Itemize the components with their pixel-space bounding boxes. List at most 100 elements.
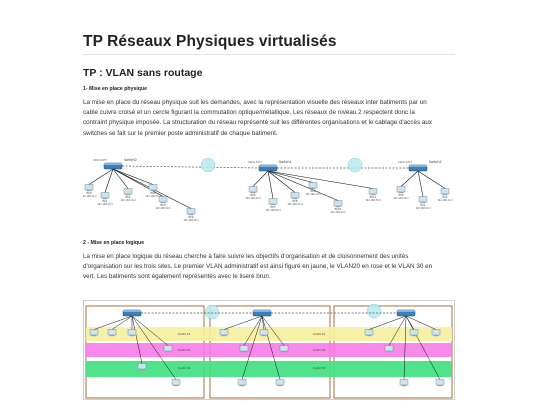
title-divider <box>83 54 455 55</box>
access-cable <box>403 315 407 380</box>
optical-commutation-circle <box>200 157 216 173</box>
access-cable <box>131 315 143 364</box>
access-cable <box>417 170 446 189</box>
access-cable <box>261 315 265 330</box>
pc-icon-base <box>250 192 256 194</box>
access-cable <box>400 170 419 187</box>
pc-icon-base <box>125 194 131 196</box>
access-cable <box>267 170 339 201</box>
access-cable <box>267 170 314 183</box>
pc-icon <box>275 379 285 386</box>
pc-label: PC9 <box>310 189 315 193</box>
pc-icon-base <box>398 192 404 194</box>
optical-commutation-circle <box>204 304 220 320</box>
pc-label: PC6 <box>250 193 255 197</box>
access-cable <box>368 315 407 330</box>
section1-heading: 1- Mise en place physique <box>83 86 148 92</box>
pc-icon <box>171 379 181 386</box>
pc-icon-base <box>239 385 245 387</box>
pc-label: PC11 <box>370 195 377 199</box>
pc-icon-base <box>437 385 443 387</box>
pc-ip: 192.168.10.4 <box>145 195 161 198</box>
pc-icon-base <box>292 198 298 200</box>
switch-icon-top <box>259 165 277 167</box>
pc-icon <box>399 379 409 386</box>
pc-ip: 192.168.30.4 <box>287 203 303 206</box>
pc-icon-base <box>310 188 316 190</box>
access-cable <box>88 168 114 185</box>
pc-ip: 192.168.10.3 <box>415 207 431 210</box>
pc-icon-base <box>139 369 145 371</box>
vlan-label: VLAN 30 <box>313 366 326 370</box>
pc-icon-base <box>241 351 247 353</box>
pc-ip: 192.168.20.5 <box>330 211 346 214</box>
access-cable <box>267 170 374 189</box>
pc-ip: 192.168.10.3 <box>97 203 113 206</box>
pc-icon <box>308 182 318 189</box>
pc-icon <box>418 196 428 203</box>
access-cable <box>112 168 154 185</box>
pc-label: PC4 <box>188 215 193 219</box>
pc-icon-base <box>150 190 156 192</box>
pc-ip: 192.168.30.1 <box>183 219 199 222</box>
access-cable <box>267 170 274 199</box>
page-title: TP Réseaux Physiques virtualisés <box>83 33 337 50</box>
pc-icon <box>333 200 343 207</box>
pc-ip: 192.168.10.1 <box>83 195 97 198</box>
switch-icon-top <box>104 163 122 165</box>
pc-icon <box>368 188 378 195</box>
pc-icon-base <box>401 385 407 387</box>
pc-icon-base <box>91 335 97 337</box>
section1-line: La mise en place du réseau physique suit… <box>83 99 427 106</box>
pc-icon <box>163 345 173 352</box>
pc-ip: 192.168.10.1 <box>393 197 409 200</box>
pc-label: PC1 <box>102 199 107 203</box>
access-cable <box>252 170 269 187</box>
pc-icon <box>431 329 441 336</box>
pc-icon-base <box>335 206 341 208</box>
pc-label: PC8 <box>292 199 297 203</box>
access-cable <box>267 170 296 193</box>
pc-icon-base <box>370 194 376 196</box>
vlan-label: VLAN 10 <box>313 332 326 336</box>
section2-line: vert. Les batiments sont également repré… <box>83 273 271 281</box>
switch-icon-top <box>397 310 415 312</box>
section-subtitle: TP : VLAN sans routage <box>83 67 203 79</box>
pc-label: PC3 <box>160 203 165 207</box>
pc-icon-base <box>411 335 417 337</box>
access-cable <box>388 315 407 346</box>
vlan-label: VLAN 30 <box>178 366 191 370</box>
pc-icon <box>259 329 269 336</box>
pc-icon <box>440 188 450 195</box>
pc-icon <box>364 329 374 336</box>
pc-icon <box>396 186 406 193</box>
pc-icon <box>248 186 258 193</box>
pc-ip: 192.168.10.2 <box>437 199 453 202</box>
pc-icon-base <box>129 335 135 337</box>
switch-model: 2960-24TT <box>398 160 412 164</box>
section2-line: d'organisation sur les trois sites. Le p… <box>83 263 433 271</box>
pc-icon <box>279 345 289 352</box>
access-cable <box>111 315 133 330</box>
pc-icon-base <box>109 335 115 337</box>
pc-icon <box>123 188 133 195</box>
pc-label: PC0 <box>86 191 91 195</box>
pc-icon <box>89 329 99 336</box>
pc-ip: 192.168.20.3 <box>245 197 261 200</box>
pc-icon <box>100 192 110 199</box>
switch-icon-top <box>409 165 427 167</box>
section2-heading: 2 - Mise en place logique <box>83 240 145 246</box>
vlan-band <box>86 361 452 377</box>
pc-icon-base <box>386 351 392 353</box>
pc-icon-base <box>221 335 227 337</box>
access-cable <box>243 315 263 346</box>
pc-icon-base <box>277 385 283 387</box>
pc-icon-base <box>102 198 108 200</box>
pc-icon <box>219 329 229 336</box>
section1-line: switches se fait sur le premier poste ad… <box>83 129 278 137</box>
optical-commutation-circle <box>347 157 363 173</box>
section1-line: cable cuivre croisé et un cercle figuran… <box>83 109 415 117</box>
pc-icon-base <box>442 194 448 196</box>
pc-icon-base <box>270 204 276 206</box>
access-cable <box>112 168 164 197</box>
